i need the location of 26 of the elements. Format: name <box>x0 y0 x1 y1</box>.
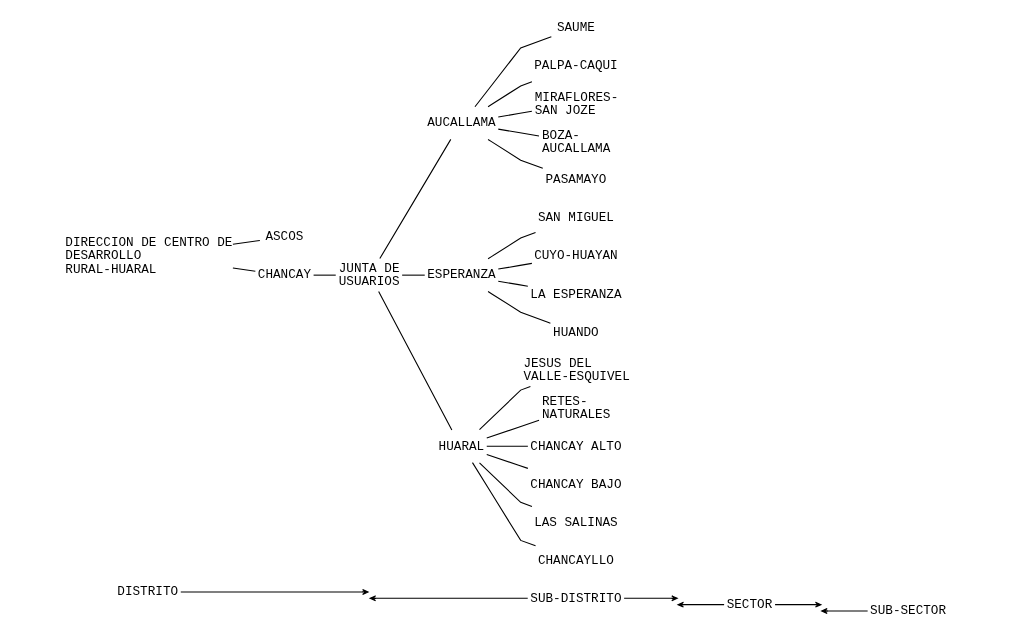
node-text: ESPERANZA <box>426 267 496 283</box>
node-text: DIRECCION DE CENTRO DE DESARROLLO RURAL-HUARAL <box>64 234 232 278</box>
node-text: PALPA-CAQUI <box>533 58 618 74</box>
node-text: HUARAL <box>438 438 484 454</box>
node-text: JUNTA DE USUARIOS <box>338 260 399 290</box>
node-text: SUB-DISTRITO <box>529 590 621 606</box>
node-text: CHANCAY ALTO <box>529 438 621 454</box>
node-text: MIRAFLORES- SAN JOZE <box>534 89 618 119</box>
node-text: DISTRITO <box>116 584 178 600</box>
node-text: RETES- NATURALES <box>541 393 610 423</box>
node-text: PASAMAYO <box>545 172 606 188</box>
node-text: ASCOS <box>264 229 303 245</box>
node-text: CHANCAY BAJO <box>529 476 621 492</box>
node-text: SAN MIGUEL <box>537 210 614 226</box>
node-text: SECTOR <box>726 597 772 613</box>
node-text: LA ESPERANZA <box>529 286 621 302</box>
node-text: CHANCAYLLO <box>537 552 614 568</box>
node-text: CUYO-HUAYAN <box>533 248 618 264</box>
node-text: LAS SALINAS <box>533 514 618 530</box>
node-text: BOZA- AUCALLAMA <box>541 127 610 157</box>
node-text: SUB-SECTOR <box>869 603 946 619</box>
node-text: HUANDO <box>552 324 599 340</box>
node-text: SAUME <box>556 20 595 36</box>
node-text: JESUS DEL VALLE-ESQUIVEL <box>522 355 630 385</box>
node-text: AUCALLAMA <box>426 115 496 131</box>
node-text: CHANCAY <box>257 267 311 283</box>
